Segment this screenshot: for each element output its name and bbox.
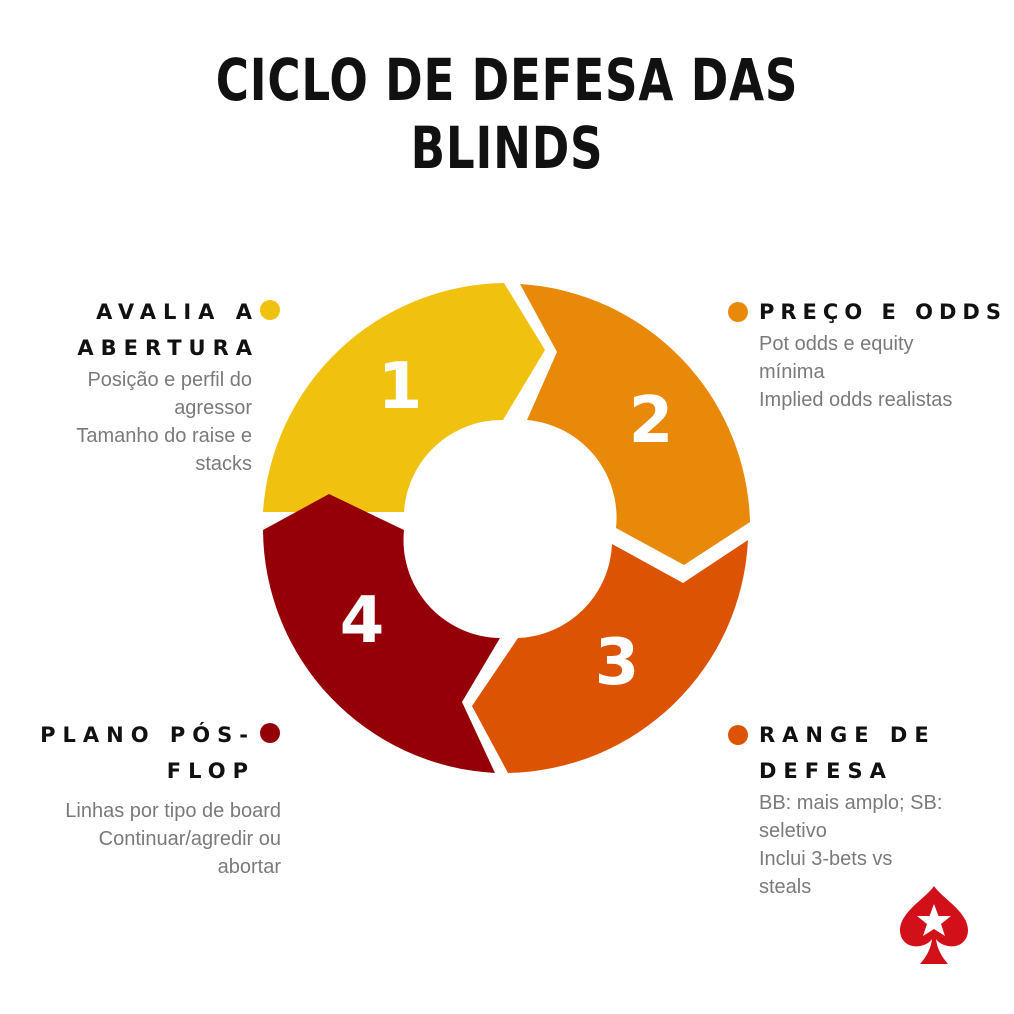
title-line-2: BLINDS	[410, 114, 604, 182]
stage-3-heading: RANGE DE DEFESA	[759, 723, 936, 783]
stage-1-details: Posição e perfil do agressor Tamanho do …	[76, 369, 252, 475]
stage-number-4: 4	[340, 584, 385, 658]
stage-2-label: PREÇO E ODDS Pot odds e equity mínima Im…	[759, 294, 1011, 414]
stage-1-heading: AVALIA A ABERTURA	[77, 300, 259, 360]
stage-2-heading: PREÇO E ODDS	[759, 300, 1007, 324]
stage-3-details: BB: mais amplo; SB: seletivo Inclui 3-be…	[759, 792, 943, 898]
stage-1-dot-icon	[260, 300, 280, 320]
stage-2-details: Pot odds e equity mínima Implied odds re…	[759, 333, 953, 411]
cycle-segment-3	[472, 540, 748, 773]
stage-4-label: PLANO PÓS- FLOP Linhas por tipo de board…	[1, 717, 281, 881]
stage-3-dot-icon	[728, 725, 748, 745]
page-title: CICLO DE DEFESA DAS BLINDS	[112, 46, 903, 182]
stage-number-3: 3	[595, 626, 640, 700]
stage-2-dot-icon	[728, 302, 748, 322]
cycle-segment-2	[520, 284, 750, 565]
stage-1-label: AVALIA A ABERTURA Posição e perfil do ag…	[0, 294, 252, 478]
stage-3-label: RANGE DE DEFESA BB: mais amplo; SB: sele…	[759, 717, 1004, 901]
stage-number-1: 1	[378, 350, 423, 424]
title-line-1: CICLO DE DEFESA DAS	[215, 46, 799, 114]
stage-4-details: Linhas por tipo de board Continuar/agred…	[65, 800, 281, 878]
cycle-segment-4	[263, 494, 500, 773]
spade-star-logo-icon	[900, 886, 968, 964]
stage-4-dot-icon	[260, 723, 280, 743]
stage-number-2: 2	[629, 384, 674, 458]
cycle-segment-1	[263, 283, 545, 512]
stage-4-heading: PLANO PÓS- FLOP	[40, 723, 255, 783]
